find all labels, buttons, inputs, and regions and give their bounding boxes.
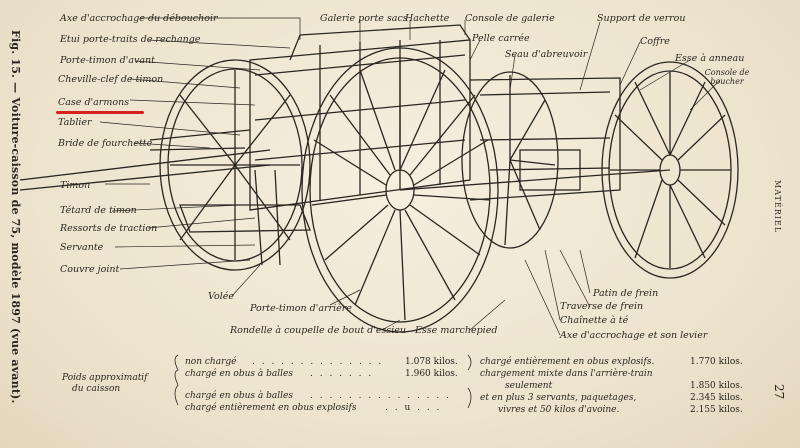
highlight-underline — [56, 111, 144, 114]
weights-right-row-3-label: seulement — [505, 381, 553, 391]
weights-left-row-3-label: chargé en obus à balles — [185, 391, 293, 401]
label-servante: Servante — [60, 242, 104, 253]
weights-right-row-3-value: 1.850 kilos. — [690, 381, 743, 391]
label-hachette: Hachette — [405, 13, 450, 24]
caisson-body — [249, 24, 621, 211]
weights-right-row-1-value: 1.770 kilos. — [690, 357, 743, 367]
weights-left-row-3-dots: . . . . . . . . . . . . . . . — [310, 391, 451, 401]
rear-left-wheel — [461, 71, 559, 249]
rear-wheel — [601, 61, 739, 279]
label-bride-fourchette: Bride de fourchette — [58, 138, 153, 149]
pole — [19, 129, 311, 266]
front-left-wheel — [159, 59, 311, 271]
label-seau-abreuvoir: Seau d'abreuvoir — [505, 49, 588, 60]
weights-heading-2: du caisson — [72, 384, 121, 394]
label-pelle-carree: Pelle carrée — [472, 33, 530, 44]
weights-right-row-5-label: vivres et 50 kilos d'avoine. — [498, 405, 620, 415]
label-esse-anneau: Esse à anneau — [675, 53, 745, 64]
weights-left-row-2-dots: . . . . . . . — [310, 369, 374, 379]
label-porte-timon-avant: Porte-timon d'avant — [60, 55, 155, 66]
label-axe-accrochage-debouchoir: Axe d'accrochage du débouchoir — [60, 13, 218, 24]
label-axe-accrochage-levier: Axe d'accrochage et son levier — [560, 330, 708, 341]
label-couvre-joint: Couvre joint — [60, 264, 120, 275]
weights-left-row-4-label: chargé entièrement en obus explosifs — [185, 403, 357, 413]
weights-right-row-5-value: 2.155 kilos. — [690, 405, 743, 415]
weights-right-row-4-value: 2.345 kilos. — [690, 393, 743, 403]
weights-right-row-2-label: chargement mixte dans l'arrière-train — [480, 369, 653, 379]
label-case-armons: Case d'armons — [58, 97, 130, 108]
label-support-verrou: Support de verrou — [597, 13, 686, 24]
weights-left-row-2-label: chargé en obus à balles — [185, 369, 293, 379]
label-tablier: Tablier — [58, 117, 92, 128]
label-traverse-frein: Traverse de frein — [560, 301, 644, 312]
weights-left-row-1-value: 1.078 kilos. — [405, 357, 458, 367]
label-tetard-timon: Tétard de timon — [60, 205, 137, 216]
weights-left-row-2-value: 1.960 kilos. — [405, 369, 458, 379]
label-galerie-porte-sacs: Galerie porte sacs — [320, 13, 408, 24]
label-volee: Volée — [208, 291, 234, 302]
label-ressorts-traction: Ressorts de traction — [60, 223, 158, 234]
label-chainette-te: Chaînette à té — [560, 315, 629, 326]
front-wheel — [301, 47, 499, 333]
weights-left-row-1-label: non chargé — [185, 357, 237, 367]
label-porte-timon-arriere: Porte-timon d'arrière — [250, 303, 352, 314]
label-patin-frein: Patin de frein — [593, 288, 659, 299]
weights-brace-right — [467, 354, 472, 409]
rear-axle — [399, 169, 671, 191]
weights-left-row-1-dots: . . . . . . . . . . . . . . — [252, 357, 384, 367]
label-timon: Timon — [60, 180, 91, 191]
label-console-boucher: Console de boucher — [704, 68, 750, 86]
label-cheville-clef: Cheville-clef de timon — [58, 74, 164, 85]
label-esse-marchepied: Esse marchepied — [415, 325, 498, 336]
leader-lines — [99, 17, 721, 336]
weights-left-row-4-dots: . . u . . . — [385, 403, 442, 413]
weights-brace-left — [174, 354, 179, 406]
label-coffre: Coffre — [640, 36, 670, 47]
label-console-galerie: Console de galerie — [465, 13, 555, 24]
label-etui-porte-traits: Etui porte-traits de rechange — [60, 34, 201, 45]
weights-heading-1: Poids approximatif — [62, 373, 148, 383]
weights-right-row-4-label: et en plus 3 servants, paquetages, — [480, 393, 637, 403]
weights-right-row-1-label: chargé entièrement en obus explosifs. — [480, 357, 655, 367]
label-rondelle-coupelle: Rondelle à coupelle de bout d'essieu — [230, 325, 407, 336]
